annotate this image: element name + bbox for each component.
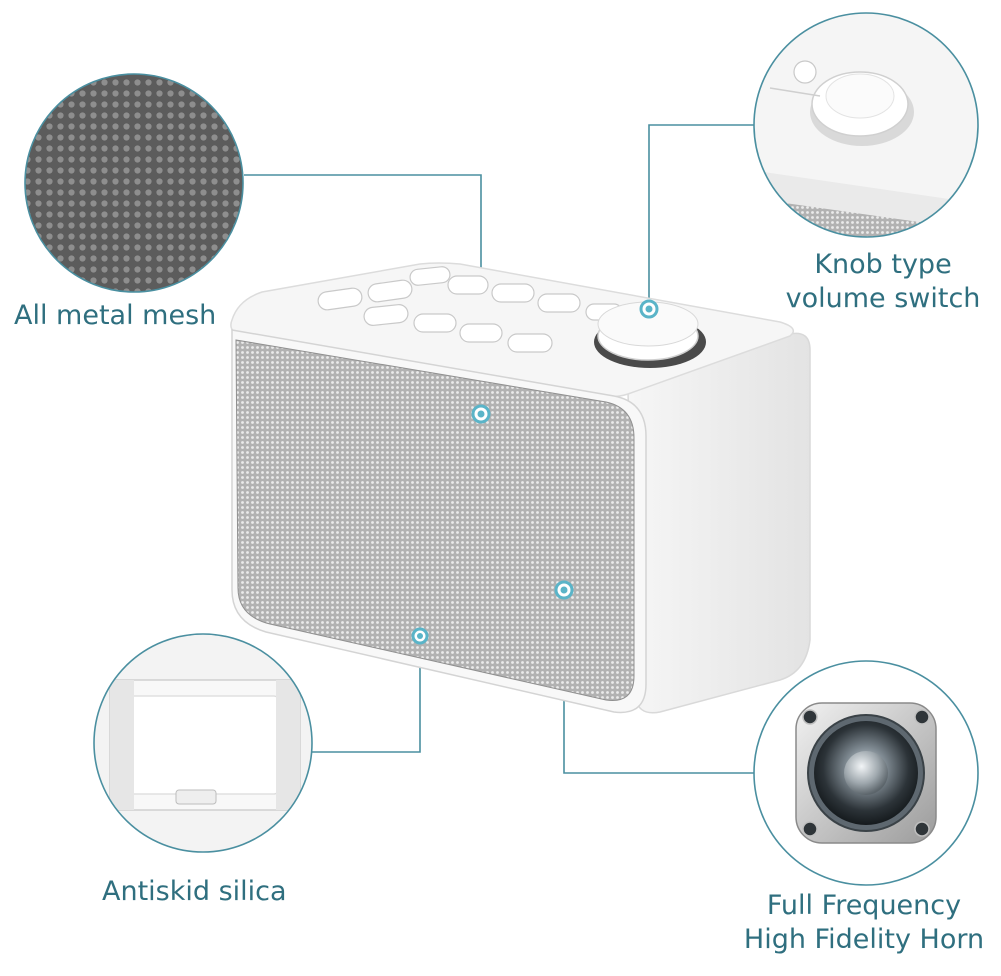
knob-connector (648, 124, 755, 308)
knob-label: Knob type volume switch (770, 248, 996, 316)
device-front-grille (235, 339, 635, 701)
silica-detail-circle (93, 633, 313, 853)
mesh-label: All metal mesh (14, 300, 217, 331)
callout-dots (411, 299, 659, 645)
silica-connector (312, 636, 421, 753)
knob-label-line1: Knob type (814, 249, 952, 280)
horn-label-line1: Full Frequency (766, 890, 962, 921)
silica-label: Antiskid silica (102, 876, 287, 907)
horn-label-line2: High Fidelity Horn (743, 924, 985, 955)
sound-machine-device (230, 262, 811, 714)
top-control-buttons (317, 266, 623, 353)
knob-label-line2: volume switch (785, 283, 981, 314)
device-side-face (627, 332, 811, 714)
knob-detail-circle (753, 12, 979, 238)
horn-detail-circle (753, 660, 979, 886)
volume-knob (594, 301, 706, 368)
mesh-detail-circle (24, 73, 244, 293)
horn-label: Full Frequency High Fidelity Horn (730, 889, 998, 957)
